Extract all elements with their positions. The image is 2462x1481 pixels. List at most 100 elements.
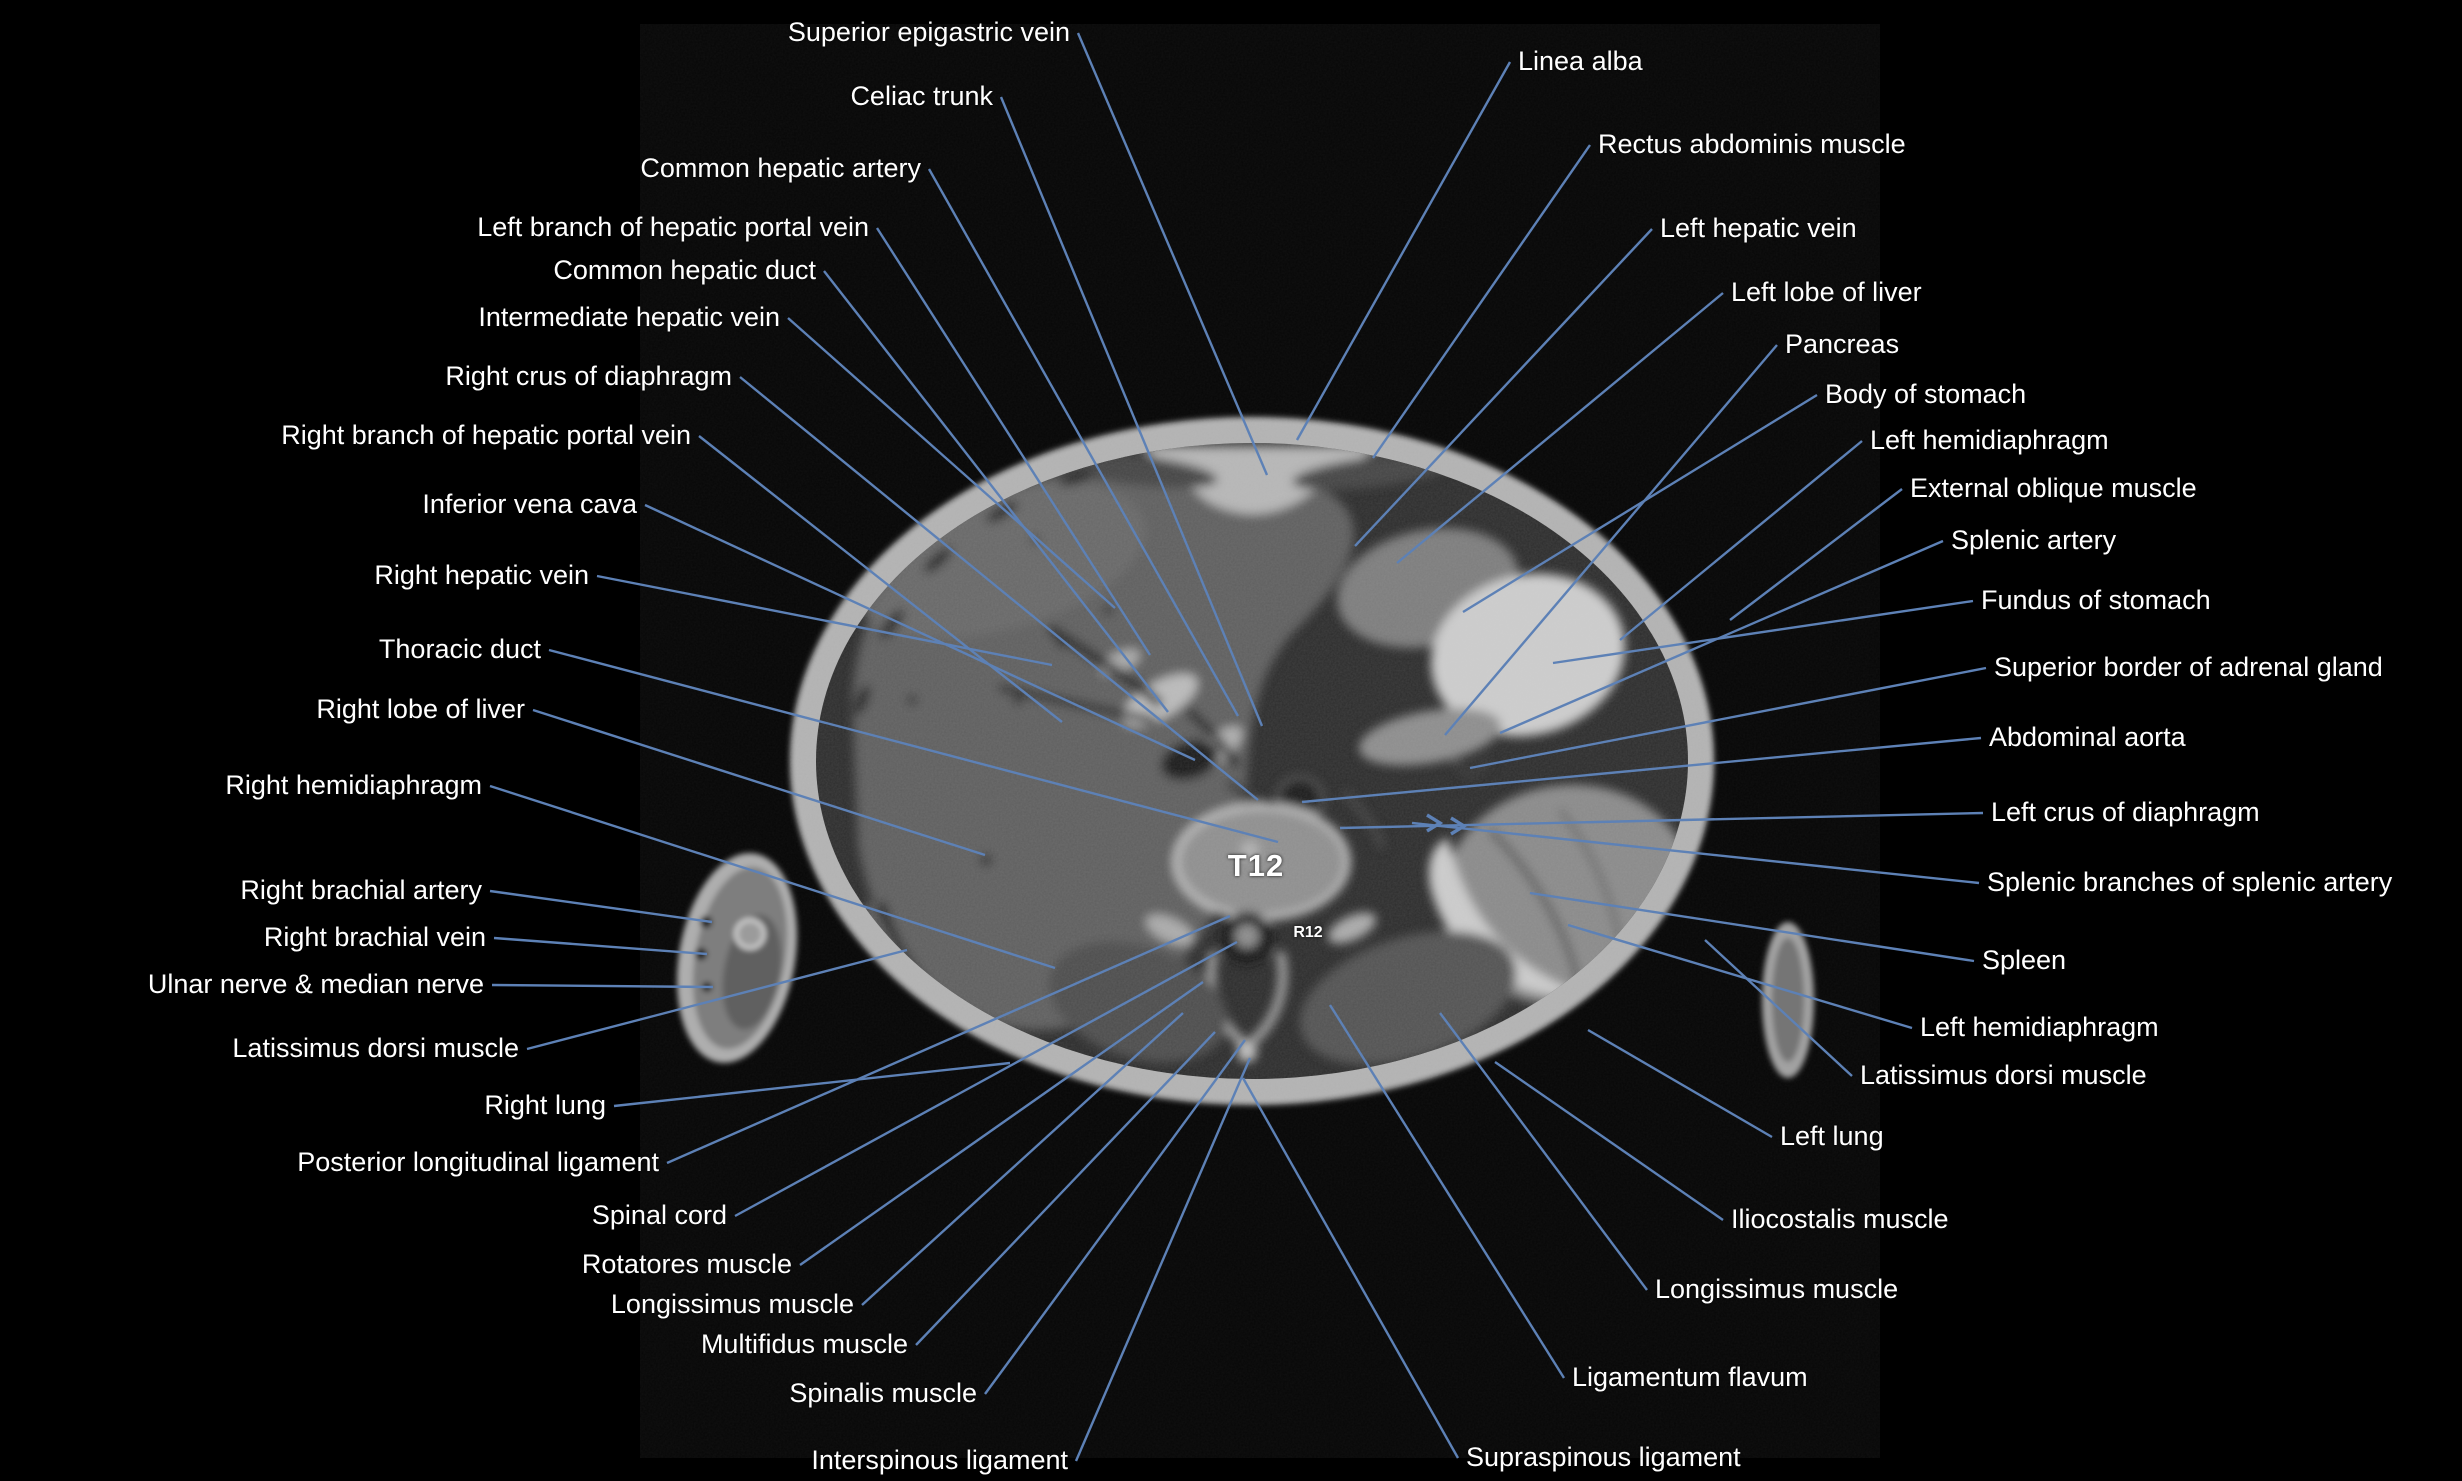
anatomy-label-right-4: Pancreas xyxy=(1785,329,1900,360)
leader-line-left-17 xyxy=(613,1061,1011,1108)
anatomy-label-right-19: Longissimus muscle xyxy=(1655,1274,1899,1305)
anatomy-label-left-9: Right hepatic vein xyxy=(374,560,589,591)
leader-line-left-20 xyxy=(799,981,1204,1266)
leader-line-left-9 xyxy=(596,574,1053,667)
leader-line-right-16 xyxy=(1704,939,1853,1077)
leader-line-right-21 xyxy=(1241,1077,1460,1459)
leader-lines-layer xyxy=(489,32,1987,1462)
leader-line-left-1 xyxy=(999,96,1264,727)
anatomy-label-right-16: Latissimus dorsi muscle xyxy=(1860,1060,2147,1091)
leader-line-right-7 xyxy=(1729,488,1903,621)
anatomy-label-right-0: Linea alba xyxy=(1518,46,1643,77)
leader-line-left-16 xyxy=(526,948,908,1051)
leader-line-left-8 xyxy=(644,503,1196,762)
anatomy-label-right-20: Ligamentum flavum xyxy=(1572,1362,1808,1393)
leader-line-right-17 xyxy=(1587,1028,1773,1139)
leader-line-left-10 xyxy=(548,648,1279,844)
anatomy-label-right-18: Iliocostalis muscle xyxy=(1731,1204,1949,1235)
anatomy-label-right-21: Supraspinous ligament xyxy=(1466,1442,1741,1473)
leader-line-left-22 xyxy=(915,1031,1216,1346)
leader-line-left-4 xyxy=(823,270,1169,713)
leader-line-left-3 xyxy=(875,227,1152,656)
anatomy-label-right-9: Fundus of stomach xyxy=(1981,585,2211,616)
leader-line-left-21 xyxy=(861,1012,1184,1306)
leader-line-right-12 xyxy=(1339,811,1984,830)
leader-line-left-0 xyxy=(1076,32,1269,476)
rib-label: R12 xyxy=(1293,924,1323,941)
anatomy-label-left-14: Right brachial vein xyxy=(263,922,486,953)
leader-line-left-11 xyxy=(532,708,986,857)
anatomy-label-left-16: Latissimus dorsi muscle xyxy=(232,1033,519,1064)
anatomy-label-right-5: Body of stomach xyxy=(1825,379,2027,410)
anatomy-label-left-2: Common hepatic artery xyxy=(640,153,921,184)
anatomy-label-left-10: Thoracic duct xyxy=(378,634,541,665)
leader-line-right-14 xyxy=(1529,891,1975,963)
leader-line-left-2 xyxy=(927,168,1240,717)
anatomy-label-right-3: Left lobe of liver xyxy=(1731,277,1922,308)
leader-line-left-15 xyxy=(491,983,714,989)
leader-line-right-0 xyxy=(1295,61,1512,441)
anatomy-label-left-4: Common hepatic duct xyxy=(553,255,816,286)
leader-line-left-7 xyxy=(698,435,1063,723)
anatomy-label-right-8: Splenic artery xyxy=(1951,525,2117,556)
leader-line-left-13 xyxy=(489,889,713,924)
anatomy-label-left-17: Right lung xyxy=(484,1090,606,1121)
leader-line-right-5 xyxy=(1462,393,1818,614)
leader-line-left-18 xyxy=(666,914,1231,1165)
anatomy-label-left-19: Spinal cord xyxy=(591,1200,727,1231)
leader-line-right-15 xyxy=(1567,923,1913,1030)
anatomy-label-right-12: Left crus of diaphragm xyxy=(1991,797,2260,828)
anatomy-label-left-8: Inferior vena cava xyxy=(422,489,637,520)
leader-line-right-1 xyxy=(1372,144,1591,459)
right-arm-cross-section xyxy=(676,853,798,1063)
anatomy-label-left-24: Interspinous ligament xyxy=(811,1445,1068,1476)
leader-line-left-24 xyxy=(1074,1057,1252,1462)
anatomy-label-right-10: Superior border of adrenal gland xyxy=(1994,652,2383,683)
mri-axial-slice xyxy=(640,24,1880,1458)
anatomy-label-right-6: Left hemidiaphragm xyxy=(1870,425,2109,456)
leader-line-right-19 xyxy=(1439,1012,1648,1291)
leader-line-left-6 xyxy=(739,376,1259,801)
anatomy-label-left-0: Superior epigastric vein xyxy=(787,17,1070,48)
anatomy-label-left-1: Celiac trunk xyxy=(850,81,993,112)
anatomy-label-right-17: Left lung xyxy=(1780,1121,1884,1152)
left-arm-cross-section xyxy=(1762,922,1814,1078)
leader-line-right-3 xyxy=(1396,292,1724,564)
leader-line-right-9 xyxy=(1552,599,1974,665)
anatomy-label-left-23: Spinalis muscle xyxy=(789,1378,977,1409)
leader-line-left-5 xyxy=(787,317,1116,609)
leader-line-right-18 xyxy=(1494,1061,1724,1221)
vertebra-level-label: T12 xyxy=(1227,848,1285,883)
leader-line-right-2 xyxy=(1354,228,1653,547)
leader-line-left-23 xyxy=(984,1039,1246,1395)
leader-line-right-11 xyxy=(1301,736,1982,804)
leader-line-left-19 xyxy=(734,940,1238,1218)
anatomy-label-left-22: Multifidus muscle xyxy=(700,1329,908,1360)
anatomy-label-left-20: Rotatores muscle xyxy=(581,1249,792,1280)
leader-line-left-12 xyxy=(489,784,1056,970)
anatomy-label-left-3: Left branch of hepatic portal vein xyxy=(477,212,869,243)
leader-line-left-14 xyxy=(493,936,708,956)
anatomy-label-right-13: Splenic branches of splenic artery xyxy=(1987,867,2393,898)
anatomy-label-right-11: Abdominal aorta xyxy=(1989,722,2186,753)
anatomy-label-right-14: Spleen xyxy=(1982,945,2067,976)
anatomy-label-left-21: Longissimus muscle xyxy=(610,1289,854,1320)
anatomy-label-left-18: Posterior longitudinal ligament xyxy=(297,1147,659,1178)
anatomy-label-right-2: Left hepatic vein xyxy=(1660,213,1857,244)
leader-line-right-20 xyxy=(1328,1004,1566,1379)
leader-line-right-4 xyxy=(1444,344,1778,736)
leader-line-right-13 xyxy=(1411,821,1980,885)
anatomy-label-left-13: Right brachial artery xyxy=(240,875,482,906)
anatomy-label-right-1: Rectus abdominis muscle xyxy=(1598,129,1906,160)
anatomy-label-left-7: Right branch of hepatic portal vein xyxy=(281,420,691,451)
anatomy-label-right-7: External oblique muscle xyxy=(1910,473,2197,504)
splenic-branch-arrow-icon xyxy=(1450,816,1468,836)
anatomy-label-left-11: Right lobe of liver xyxy=(316,694,525,725)
leader-line-right-6 xyxy=(1619,440,1863,641)
mri-noise-texture xyxy=(790,417,1714,1105)
anatomy-label-left-5: Intermediate hepatic vein xyxy=(478,302,780,333)
leader-line-right-10 xyxy=(1469,666,1987,770)
anatomy-label-left-6: Right crus of diaphragm xyxy=(445,361,732,392)
